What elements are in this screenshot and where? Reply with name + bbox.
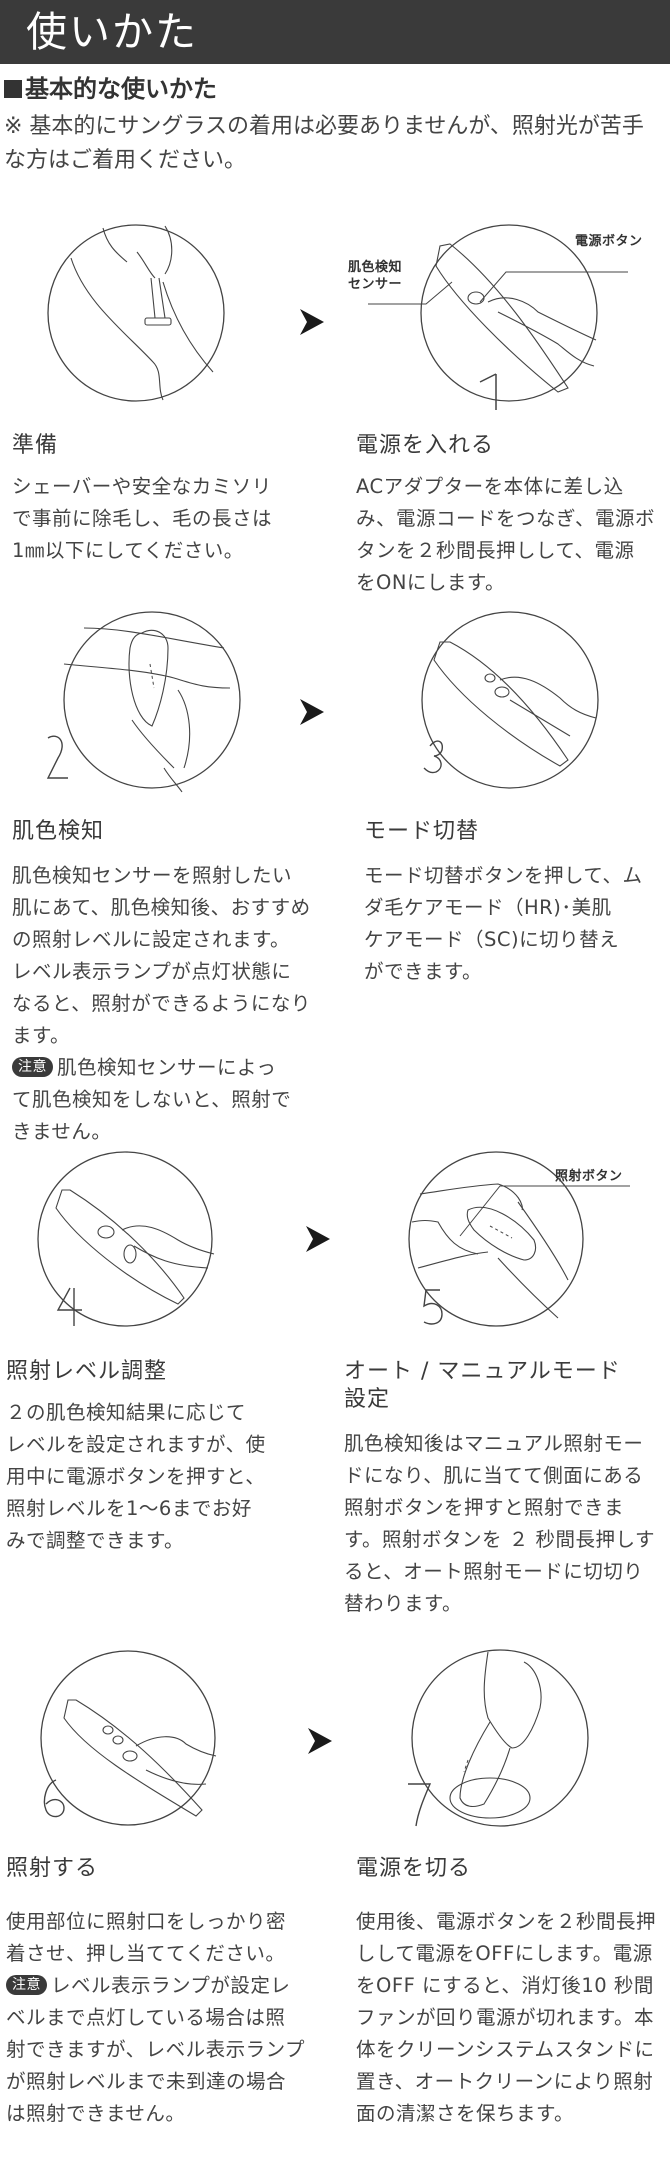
callout-flash-button: 照射ボタン — [555, 1169, 623, 1184]
step-body-skin-detection: 肌色検知センサーを照射したい 肌にあて、肌色検知後、おすすめ の照射レベルに設定… — [12, 860, 332, 1148]
callout-power-button: 電源ボタン — [575, 234, 643, 249]
header-bar: 使いかた — [0, 0, 670, 64]
step-body-power-on: ACアダプターを本体に差し込 み、電源コードをつなぎ、電源ボ タンを２秒間長押し… — [356, 475, 656, 594]
next-arrow-icon — [300, 699, 324, 725]
level-adjust-illustration — [37, 1150, 220, 1335]
flash-button-illustration — [408, 1150, 590, 1335]
mode-switch-illustration — [410, 608, 599, 793]
step-title-mode-switch: モード切替 — [364, 819, 480, 844]
square-bullet-icon — [4, 80, 22, 98]
step-title-skin-detection: 肌色検知 — [12, 819, 105, 844]
step-body-flash: 使用部位に照射口をしっかり密 着させ、押し当ててください。 注意レベル表示ランプ… — [6, 1906, 336, 2130]
step-title-flash: 照射する — [6, 1856, 99, 1881]
shaving-leg-illustration — [45, 222, 227, 404]
device-on-stand-illustration — [404, 1648, 589, 1833]
step-body-prepare: シェーバーや安全なカミソリ で事前に除毛し、毛の長さは 1㎜以下にしてください。 — [12, 475, 273, 562]
step-title-power-on: 電源を入れる — [356, 433, 495, 458]
caution-note: 注意肌色検知センサーによっ — [12, 1052, 332, 1084]
caution-note: 注意レベル表示ランプが設定レ — [6, 1970, 336, 2002]
next-arrow-icon — [306, 1226, 330, 1252]
callout-lines — [368, 271, 628, 305]
section-heading: 基本的な使いかた — [4, 74, 217, 104]
caution-badge: 注意 — [6, 1975, 47, 1995]
step-body-auto-manual-mode: 肌色検知後はマニュアル照射モー ドになり、肌に当てて側面にある 照射ボタンを押す… — [344, 1432, 656, 1615]
step-title-level-adjust: 照射レベル調整 — [6, 1359, 168, 1384]
next-arrow-icon — [300, 309, 324, 335]
callout-line-flash — [459, 1185, 630, 1237]
next-arrow-icon — [308, 1728, 332, 1754]
step-title-auto-manual-mode: オート / マニュアルモード 設定 — [344, 1359, 621, 1412]
step-title-power-off: 電源を切る — [356, 1856, 472, 1881]
page-title: 使いかた — [26, 8, 198, 56]
step-body-mode-switch: モード切替ボタンを押して、ム ダ毛ケアモード（HR)･美肌 ケアモード（SC)に… — [364, 864, 643, 983]
hand-holding-device-power-illustration — [418, 222, 600, 422]
step-body-level-adjust: ２の肌色検知結果に応じて レベルを設定されますが、使 用中に電源ボタンを押すと、… — [6, 1401, 266, 1552]
skin-detection-illustration — [44, 608, 241, 793]
callout-skin-sensor: 肌色検知 センサー — [348, 260, 403, 292]
step-body-power-off: 使用後、電源ボタンを２秒間長押 しして電源をOFFにします。電源 をOFF にす… — [356, 1910, 657, 2125]
caution-badge: 注意 — [12, 1057, 53, 1077]
flashing-illustration — [26, 1650, 218, 1830]
step-title-prepare: 準備 — [12, 433, 59, 458]
sunglasses-note: ※ 基本的にサングラスの着用は必要ありませんが、照射光が苦手な方はご着用ください… — [4, 114, 644, 173]
